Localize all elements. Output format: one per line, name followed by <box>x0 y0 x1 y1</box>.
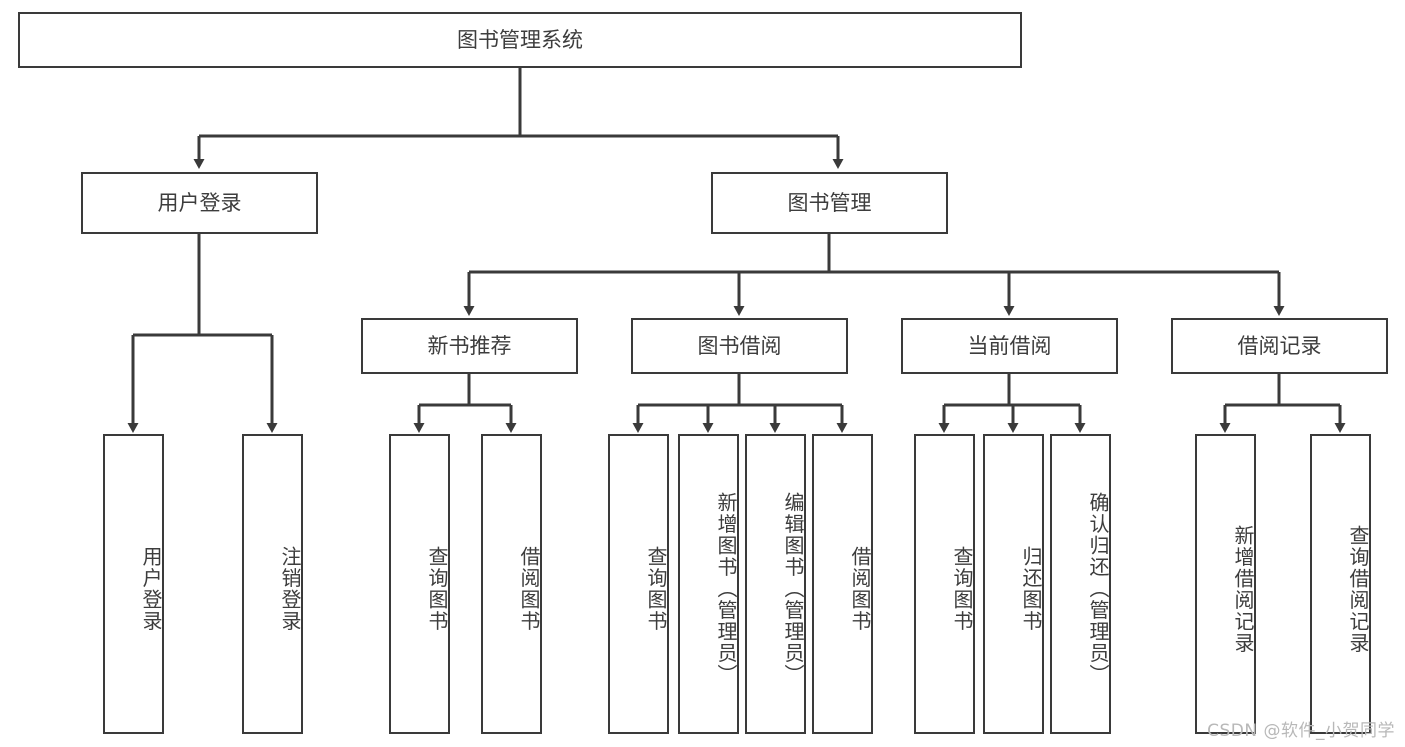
node-book-borrow[interactable]: 图书借阅 <box>631 318 848 374</box>
leaf-query-borrow-record[interactable]: 查询借阅记录 <box>1310 434 1371 734</box>
leaf-confirm-return-admin[interactable]: 确认归还（管理员） <box>1050 434 1111 734</box>
leaf-query-book-current[interactable]: 查询图书 <box>914 434 975 734</box>
leaf-query-book-borrow[interactable]: 查询图书 <box>608 434 669 734</box>
leaf-borrow-book[interactable]: 借阅图书 <box>812 434 873 734</box>
leaf-logout-login[interactable]: 注销登录 <box>242 434 303 734</box>
node-user-login[interactable]: 用户登录 <box>81 172 318 234</box>
leaf-edit-book-admin[interactable]: 编辑图书（管理员） <box>745 434 806 734</box>
node-current-borrow[interactable]: 当前借阅 <box>901 318 1118 374</box>
leaf-borrow-book-recommend[interactable]: 借阅图书 <box>481 434 542 734</box>
leaf-return-book[interactable]: 归还图书 <box>983 434 1044 734</box>
node-root-system[interactable]: 图书管理系统 <box>18 12 1022 68</box>
leaf-user-login[interactable]: 用户登录 <box>103 434 164 734</box>
csdn-watermark: CSDN @软件_小贺同学 <box>1207 721 1395 741</box>
leaf-query-book-recommend[interactable]: 查询图书 <box>389 434 450 734</box>
node-book-management[interactable]: 图书管理 <box>711 172 948 234</box>
leaf-add-borrow-record[interactable]: 新增借阅记录 <box>1195 434 1256 734</box>
node-borrow-record[interactable]: 借阅记录 <box>1171 318 1388 374</box>
node-new-book-recommend[interactable]: 新书推荐 <box>361 318 578 374</box>
leaf-add-book-admin[interactable]: 新增图书（管理员） <box>678 434 739 734</box>
